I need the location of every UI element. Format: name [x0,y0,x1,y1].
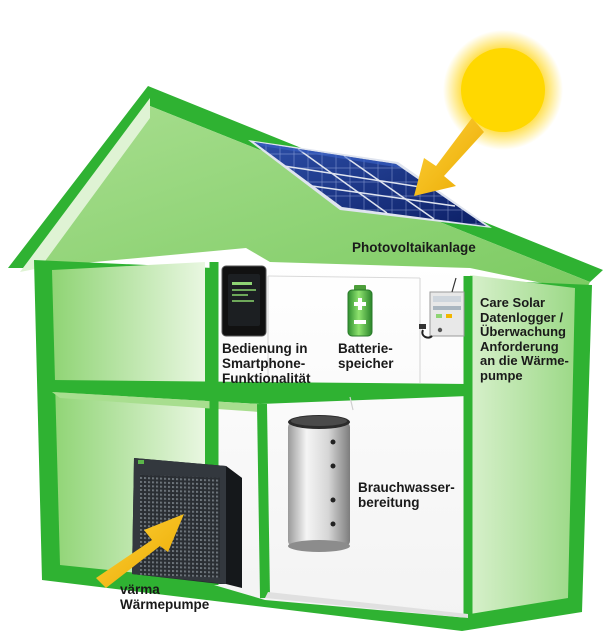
roof [8,86,603,292]
water-tank-icon [288,415,350,552]
datalogger-icon [419,277,465,339]
smartphone-label: Bedienung in Smartphone- Funktionalität [222,341,311,386]
water-heating-label: Brauchwasser- bereitung [358,480,455,510]
solar-panel [248,140,492,228]
battery-icon [347,285,373,337]
heat-pump-label: värma Wärmepumpe [120,582,210,612]
heat-pump-arrow-icon [96,514,184,588]
smartphone-control-icon [221,265,267,337]
sun-icon [443,30,563,150]
pv-label: Photovoltaikanlage [352,240,476,255]
heat-pump-icon [132,458,242,588]
care-solar-label: Care Solar Datenlogger / Überwachung Anf… [480,295,569,383]
battery-label: Batterie- speicher [338,341,394,371]
sun-arrow-icon [414,118,484,196]
